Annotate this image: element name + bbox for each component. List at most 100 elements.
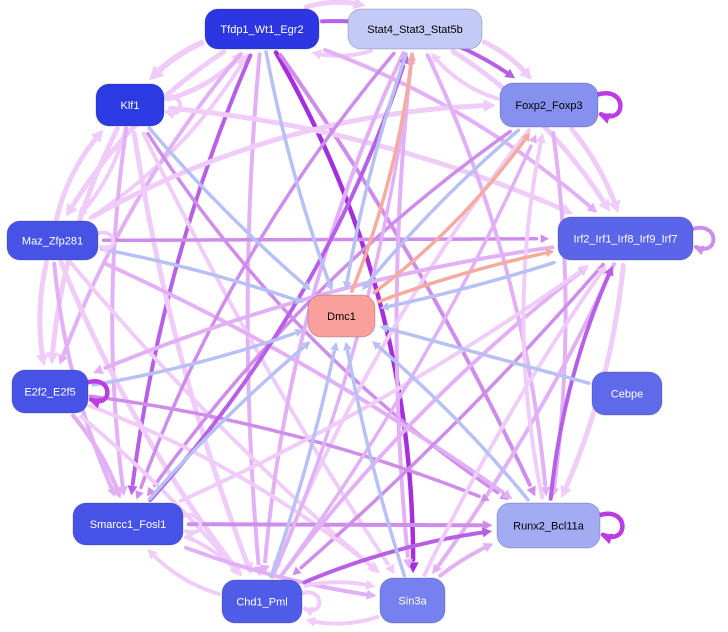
edge-sin3a-dmc1 <box>345 349 407 578</box>
edge-smarcc1-chd1-arrowhead <box>232 566 243 577</box>
edge-tfdp1-dmc1 <box>264 50 331 284</box>
node-shape-cebpe[interactable] <box>591 371 663 416</box>
edge-tfdp1-smarcc1-arrowhead <box>127 485 138 496</box>
edge-stat4-tfdp1 <box>317 49 373 58</box>
edge-chd1-smarcc1-arrowhead <box>147 548 158 560</box>
edge-klf1-maz <box>81 126 128 213</box>
node-shape-tfdp1[interactable] <box>204 8 320 50</box>
edge-runx2-dmc1-arrowhead <box>372 341 382 350</box>
edge-smarcc1-irf2 <box>178 270 581 503</box>
edge-maz-irf2-arrowhead <box>540 234 550 244</box>
edge-maz-foxp2-arrowhead <box>483 99 496 112</box>
edge-dmc1-stat4 <box>350 60 414 294</box>
edge-chd1-runx2-arrowhead <box>481 527 493 538</box>
node-cebpe[interactable]: Cebpe <box>591 371 663 416</box>
edge-foxp2-irf2-arrowhead <box>608 199 621 214</box>
node-runx2[interactable]: Runx2_Bcl11a <box>496 502 601 549</box>
self-loop-chd1 <box>298 590 322 613</box>
node-e2f2[interactable]: E2f2_E2f5 <box>11 369 89 414</box>
edge-smarcc1-runx2 <box>186 522 486 528</box>
edge-maz-foxp2 <box>90 103 487 219</box>
node-shape-smarcc1[interactable] <box>72 502 184 546</box>
node-irf2[interactable]: Irf2_Irf1_Irf8_Irf9_Irf7 <box>557 216 694 261</box>
edge-chd1-foxp2 <box>279 144 533 578</box>
edge-sin3a-irf2 <box>422 270 603 577</box>
self-loop-maz-arrowhead <box>99 244 110 255</box>
self-loop-runx2-arrowhead <box>601 533 614 545</box>
edge-cebpe-dmc1 <box>387 327 591 385</box>
edge-irf2-e2f2-arrowhead <box>93 364 104 374</box>
edge-maz-e2f2-arrowhead <box>36 353 49 367</box>
edge-tfdp1-e2f2-arrowhead <box>58 353 68 365</box>
node-chd1[interactable]: Chd1_Pml <box>221 579 303 624</box>
edge-smarcc1-runx2-arrowhead <box>482 520 493 531</box>
edge-sin3a-chd1 <box>312 614 380 626</box>
edge-klf1-chd1 <box>131 130 250 567</box>
node-maz[interactable]: Maz_Zfp281 <box>6 220 99 261</box>
self-loop-e2f2-arrowhead <box>89 397 101 409</box>
edge-klf1-smarcc1 <box>110 126 129 489</box>
node-shape-maz[interactable] <box>6 220 99 261</box>
edge-runx2-irf2 <box>548 273 611 501</box>
edge-tfdp1-irf2 <box>323 48 593 209</box>
node-sin3a[interactable]: Sin3a <box>379 577 446 624</box>
edge-stat4-runx2-arrowhead <box>540 486 551 497</box>
node-shape-sin3a[interactable] <box>379 577 446 624</box>
edge-maz-runx2 <box>103 261 504 494</box>
edge-tfdp1-stat4 <box>303 0 358 10</box>
self-loop-foxp2 <box>593 91 623 119</box>
edge-smarcc1-dmc1 <box>147 345 305 501</box>
node-shape-dmc1[interactable] <box>307 294 376 338</box>
node-dmc1[interactable]: Dmc1 <box>307 294 376 338</box>
edge-stat4-smarcc1-arrowhead <box>135 490 144 500</box>
node-shape-klf1[interactable] <box>95 83 165 127</box>
edge-irf2-dmc1 <box>387 260 556 308</box>
edge-runx2-irf2-arrowhead <box>604 265 614 277</box>
edge-tfdp1-chd1 <box>245 52 262 566</box>
edge-tfdp1-maz-arrowhead <box>65 203 78 217</box>
node-shape-chd1[interactable] <box>221 579 303 624</box>
edge-klf1-sin3a <box>141 131 390 566</box>
edge-stat4-chd1-arrowhead <box>259 564 270 575</box>
edge-chd1-foxp2-arrowhead <box>528 134 537 144</box>
node-shape-runx2[interactable] <box>496 502 601 549</box>
edge-runx2-foxp2 <box>521 140 545 500</box>
node-smarcc1[interactable]: Smarcc1_Fosl1 <box>72 502 184 546</box>
node-shape-foxp2[interactable] <box>499 82 599 128</box>
node-shape-irf2[interactable] <box>557 216 694 261</box>
edge-maz-smarcc1-arrowhead <box>106 486 117 498</box>
edge-tfdp1-runx2-arrowhead <box>526 485 536 497</box>
edge-tfdp1-klf1 <box>154 39 205 75</box>
edge-klf1-irf2 <box>168 105 565 212</box>
edge-smarcc1-irf2-arrowhead <box>578 264 590 275</box>
edge-tfdp1-irf2-arrowhead <box>586 202 598 213</box>
self-loop-runx2 <box>595 511 625 539</box>
edge-smarcc1-stat4 <box>148 64 406 503</box>
node-shape-stat4[interactable] <box>347 8 483 50</box>
node-stat4[interactable]: Stat4_Stat3_Stat5b <box>347 8 483 50</box>
node-klf1[interactable]: Klf1 <box>95 83 165 127</box>
edge-e2f2-smarcc1 <box>70 413 120 492</box>
edge-e2f2-smarcc1-arrowhead <box>111 486 123 499</box>
edge-foxp2-dmc1 <box>366 128 521 285</box>
edge-chd1-dmc1-arrowhead <box>330 341 339 352</box>
self-loop-irf2 <box>689 225 716 251</box>
edge-tfdp1-dmc1-arrowhead <box>325 281 334 292</box>
edge-maz-irf2 <box>101 237 539 243</box>
edge-stat4-dmc1-arrowhead <box>342 280 352 290</box>
edge-foxp2-smarcc1-arrowhead <box>146 486 156 497</box>
edge-chd1-sin3a <box>303 580 370 588</box>
edge-chd1-smarcc1 <box>151 553 221 596</box>
edge-stat4-irf2-arrowhead <box>598 198 611 212</box>
self-loop-klf1-arrowhead <box>165 109 176 120</box>
node-shape-e2f2[interactable] <box>11 369 89 414</box>
edge-runx2-dmc1 <box>377 345 530 502</box>
edge-stat4-dmc1 <box>345 52 408 282</box>
edge-stat4-tfdp1-arrowhead <box>311 49 322 60</box>
node-foxp2[interactable]: Foxp2_Foxp3 <box>499 82 599 128</box>
edge-irf2-dmc1-arrowhead <box>380 302 390 311</box>
node-tfdp1[interactable]: Tfdp1_Wt1_Egr2 <box>204 8 320 50</box>
edge-foxp2-dmc1-arrowhead <box>362 280 371 291</box>
edge-smarcc1-sin3a-arrowhead <box>366 589 377 600</box>
